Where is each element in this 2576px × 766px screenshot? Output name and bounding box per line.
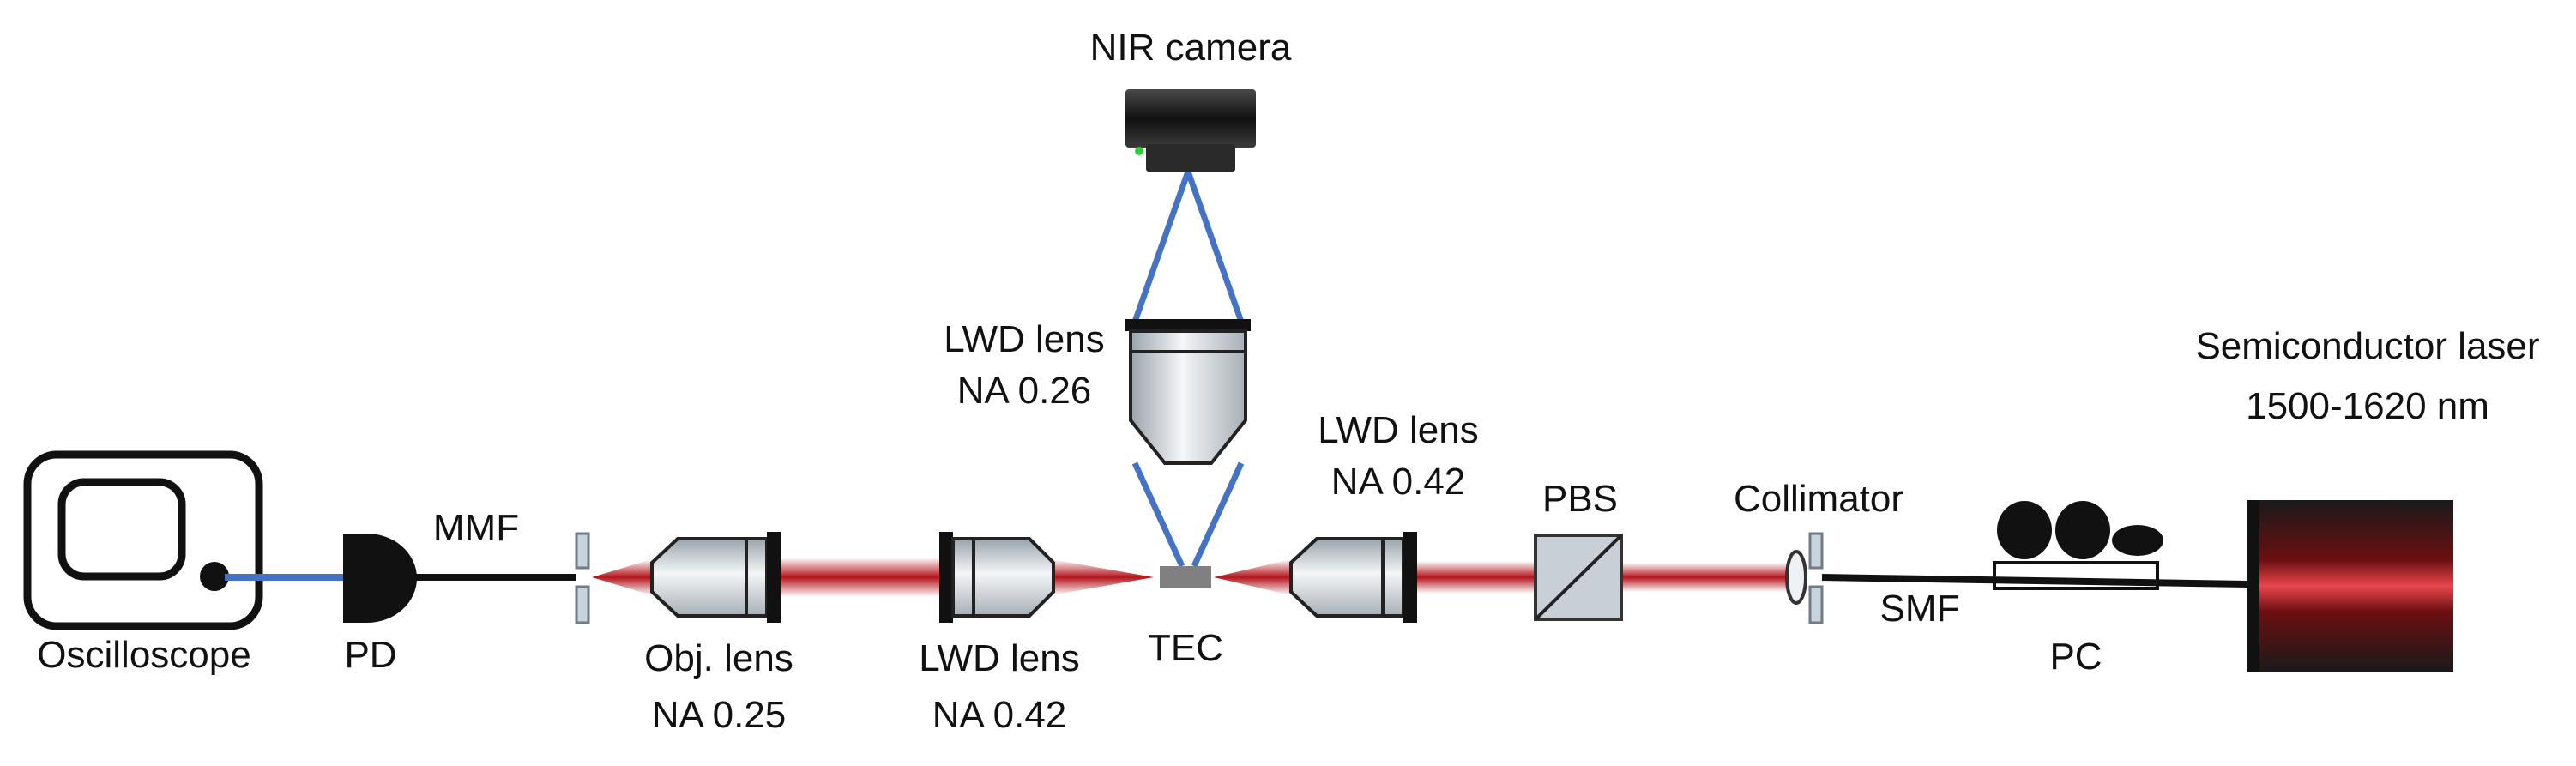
label-smf: SMF	[1879, 588, 1960, 630]
imaging-path	[1131, 170, 1245, 568]
label-lwd-left-na: NA 0.42	[932, 694, 1067, 736]
collimator	[1785, 532, 1824, 624]
label-nir-camera: NIR camera	[1089, 27, 1292, 69]
tec-stage	[1160, 566, 1211, 588]
smf-fiber	[1821, 574, 2248, 588]
fiber-plate-left	[575, 532, 590, 624]
label-oscilloscope: Oscilloscope	[37, 634, 251, 676]
photodetector	[343, 534, 417, 623]
label-lwd-top-na: NA 0.26	[956, 370, 1092, 412]
label-pc: PC	[2049, 636, 2102, 678]
label-mmf: MMF	[432, 507, 520, 549]
lwd-lens-left	[939, 532, 1055, 623]
label-lwd-left-name: LWD lens	[919, 637, 1080, 679]
label-obj-lens-na: NA 0.25	[651, 694, 787, 736]
label-pd: PD	[344, 634, 397, 676]
label-tec: TEC	[1148, 627, 1223, 669]
label-pbs: PBS	[1541, 478, 1619, 520]
lwd-lens-right	[1289, 532, 1417, 623]
label-lwd-right-na: NA 0.42	[1330, 461, 1466, 503]
nir-camera	[1125, 89, 1256, 172]
label-obj-lens-name: Obj. lens	[644, 637, 793, 679]
obj-lens	[650, 532, 781, 623]
label-collimator: Collimator	[1733, 478, 1904, 520]
label-laser-range: 1500-1620 nm	[2246, 385, 2489, 427]
label-lwd-right-name: LWD lens	[1318, 409, 1479, 451]
semiconductor-laser	[2247, 500, 2453, 672]
label-lwd-top-name: LWD lens	[944, 318, 1105, 360]
pbs-cube	[1534, 534, 1623, 621]
oscilloscope-device	[23, 450, 263, 630]
lwd-lens-top	[1125, 319, 1251, 465]
laser-beam	[592, 558, 1789, 597]
polarization-controller	[1993, 501, 2163, 590]
label-laser-name: Semiconductor laser	[2195, 325, 2540, 367]
